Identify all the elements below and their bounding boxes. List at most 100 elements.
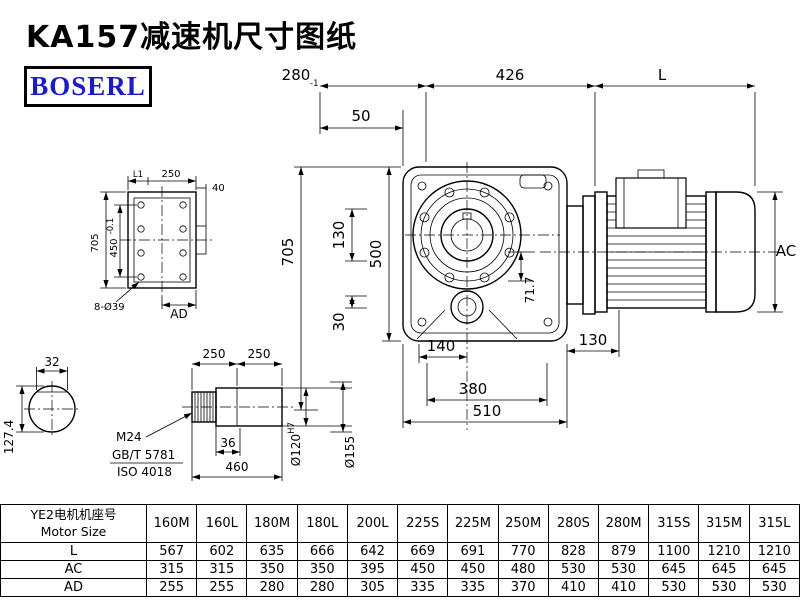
table-cell: 1100: [648, 542, 700, 561]
column-header: 280M: [597, 504, 650, 543]
dim-8-holes: 8-Ø39: [94, 301, 125, 313]
column-header: 160M: [145, 504, 198, 543]
table-cell: 350: [246, 560, 298, 579]
column-header: 315S: [648, 504, 700, 543]
dim-36: 36: [220, 436, 235, 450]
page-title: KA157减速机尺寸图纸: [26, 20, 358, 55]
table-cell: 635: [246, 542, 298, 561]
housing-corner-hole: [417, 181, 427, 191]
table-cell: 669: [397, 542, 449, 561]
table-cell: 370: [497, 578, 549, 597]
dim-50: 50: [351, 107, 370, 125]
housing-corner-hole: [417, 317, 427, 327]
dim-705: 705: [279, 238, 297, 267]
table-cell: 642: [346, 542, 399, 561]
table-row-L: L 567 602 635 666 642 669 691 770 828 87…: [0, 542, 800, 561]
table-cell: 530: [597, 560, 650, 579]
center-lines: [405, 162, 778, 430]
motor-assembly: [566, 169, 756, 315]
table-cell: 480: [497, 560, 549, 579]
table-cell: 602: [196, 542, 248, 561]
main-view: [402, 162, 778, 430]
dim-L1: L1: [133, 170, 143, 180]
shaft-side-view: 250 250 M24 GB/T 5781 ISO 4018 36 460 Ø1…: [110, 347, 357, 481]
table-cell: 530: [547, 560, 599, 579]
table-row-AC: AC 315 315 350 350 395 450 450 480 530 5…: [0, 560, 800, 579]
fan-cowl: [715, 191, 756, 313]
table-cell: 280: [296, 578, 348, 597]
table-cell: 645: [648, 560, 700, 579]
terminal-box: [615, 177, 687, 229]
dim-130-bottom: 130: [579, 331, 608, 349]
dim-32: 32: [44, 355, 59, 369]
housing-plug: [519, 174, 547, 189]
column-header: 315L: [748, 504, 800, 543]
dim-127-4: 127.4: [2, 420, 16, 454]
dim-705-flange: 705: [90, 233, 101, 252]
column-header: 160L: [196, 504, 248, 543]
shaft-end-view: 32 127.4: [2, 355, 80, 454]
row-label: AC: [0, 560, 147, 579]
table-cell: 335: [397, 578, 449, 597]
table-cell: 666: [296, 542, 348, 561]
dim-500: 500: [367, 240, 385, 269]
table-cell: 828: [547, 542, 599, 561]
table-cell: 255: [145, 578, 198, 597]
table-row-AD: AD 255 255 280 280 305 335 335 370 410 4…: [0, 578, 800, 597]
dim-AD: AD: [170, 307, 187, 321]
standard-iso: ISO 4018: [117, 465, 172, 479]
dim-71-7: 71.7: [523, 277, 537, 304]
column-header: 180L: [296, 504, 348, 543]
dim-40: 40: [212, 183, 225, 194]
dim-280-tolerance: -1: [310, 79, 318, 89]
table-cell: 255: [196, 578, 248, 597]
dim-250-a: 250: [203, 347, 226, 361]
table-cell: 645: [748, 560, 800, 579]
table-cell: 645: [698, 560, 750, 579]
column-header: 200L: [346, 504, 399, 543]
column-header: 315M: [698, 504, 750, 543]
dim-280: 280: [282, 66, 311, 84]
dim-250-b: 250: [248, 347, 271, 361]
table-cell: 395: [346, 560, 399, 579]
adapter-neck: [566, 205, 584, 305]
table-cell: 879: [597, 542, 650, 561]
column-header: 225M: [447, 504, 499, 543]
table-cell: 1210: [748, 542, 800, 561]
dim-AC: AC: [776, 242, 796, 260]
column-header: 180M: [246, 504, 298, 543]
motor-size-table: YE2电机机座号 Motor Size 160M 160L 180M 180L …: [0, 504, 800, 597]
motor-size-header-en: Motor Size: [40, 523, 107, 539]
dim-426: 426: [496, 66, 525, 84]
housing-corner-hole: [543, 317, 553, 327]
dim-130-left: 130: [330, 221, 348, 250]
table-cell: 530: [748, 578, 800, 597]
row-label: L: [0, 542, 147, 561]
table-cell: 691: [447, 542, 499, 561]
motor-size-header: YE2电机机座号 Motor Size: [0, 504, 147, 543]
table-cell: 530: [648, 578, 700, 597]
table-cell: 315: [145, 560, 198, 579]
dim-140: 140: [427, 337, 456, 355]
column-header: 250M: [497, 504, 549, 543]
boserl-logo: BOSERL: [24, 66, 152, 107]
gearbox-housing-inset: [410, 174, 560, 334]
dim-250-flange: 250: [161, 169, 180, 180]
dim-450: 450: [109, 238, 120, 257]
column-header: 225S: [397, 504, 449, 543]
column-header: 280S: [547, 504, 599, 543]
dim-L: L: [658, 66, 667, 84]
terminal-box-lid: [637, 169, 665, 179]
table-cell: 350: [296, 560, 348, 579]
dim-380: 380: [459, 380, 488, 398]
dim-30: 30: [330, 312, 348, 331]
flange-view: L1 250 40 705 450 -0.1 8-Ø39 AD: [90, 169, 225, 321]
housing-corner-hole: [543, 181, 553, 191]
thread-callout: M24: [116, 430, 142, 444]
table-cell: 450: [447, 560, 499, 579]
standard-gb: GB/T 5781: [112, 448, 175, 462]
table-cell: 335: [447, 578, 499, 597]
dim-510: 510: [473, 402, 502, 420]
row-label: AD: [0, 578, 147, 597]
